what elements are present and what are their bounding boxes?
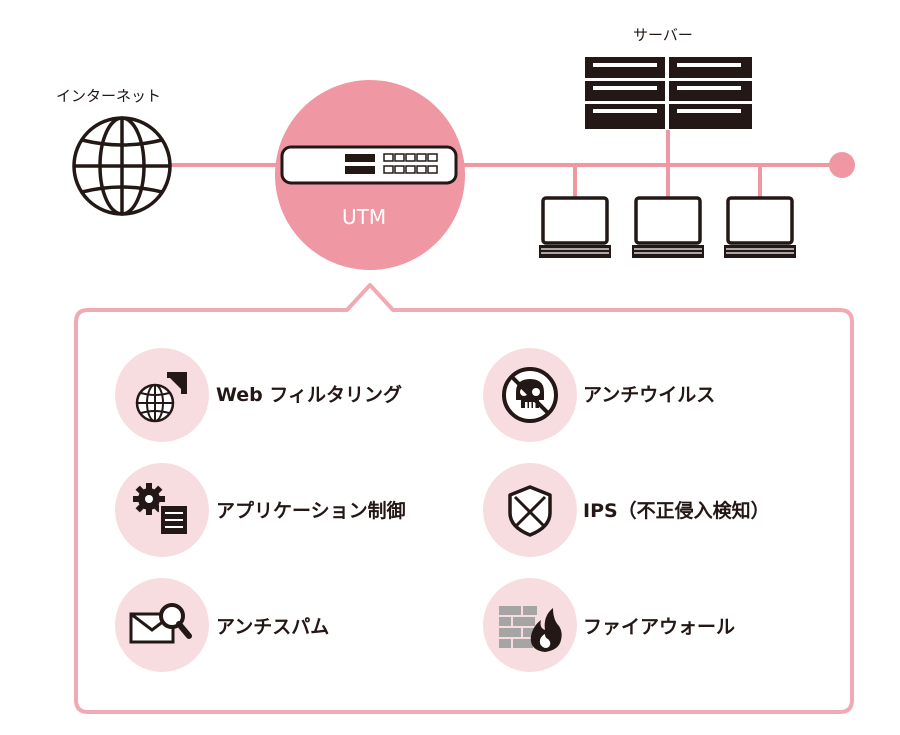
feature-firewall-label: ファイアウォール xyxy=(583,616,736,638)
ips-shield-icon xyxy=(508,485,552,537)
feature-app-control-label: アプリケーション制御 xyxy=(216,500,406,522)
feature-callout-box xyxy=(74,283,854,714)
feature-antispam-label: アンチスパム xyxy=(216,616,330,638)
globe-icon xyxy=(72,116,172,216)
pc-icon-3 xyxy=(724,196,796,258)
server-label: サーバー xyxy=(633,26,693,44)
utm-label: UTM xyxy=(342,205,387,229)
feature-ips-label: IPS（不正侵入検知） xyxy=(583,500,770,522)
web-filter-icon xyxy=(135,372,187,423)
pc-icon-1 xyxy=(539,196,611,258)
feature-antivirus-circle xyxy=(483,348,577,442)
pc-icon-2 xyxy=(632,196,704,258)
feature-firewall-circle xyxy=(483,578,577,672)
antispam-icon xyxy=(129,603,192,644)
feature-ips-circle xyxy=(483,463,577,557)
network-line-end-dot xyxy=(829,152,855,178)
feature-web-filtering-label: Web フィルタリング xyxy=(216,384,403,406)
feature-app-control-circle xyxy=(115,463,209,557)
internet-label: インターネット xyxy=(56,87,162,105)
feature-web-filtering-circle xyxy=(115,348,209,442)
feature-antivirus-label: アンチウイルス xyxy=(583,384,716,406)
server-icon xyxy=(585,57,752,129)
app-control-icon xyxy=(133,483,189,536)
utm-device-icon xyxy=(280,145,458,185)
firewall-icon xyxy=(499,606,562,652)
antivirus-icon xyxy=(502,367,558,423)
feature-antispam-circle xyxy=(115,578,209,672)
